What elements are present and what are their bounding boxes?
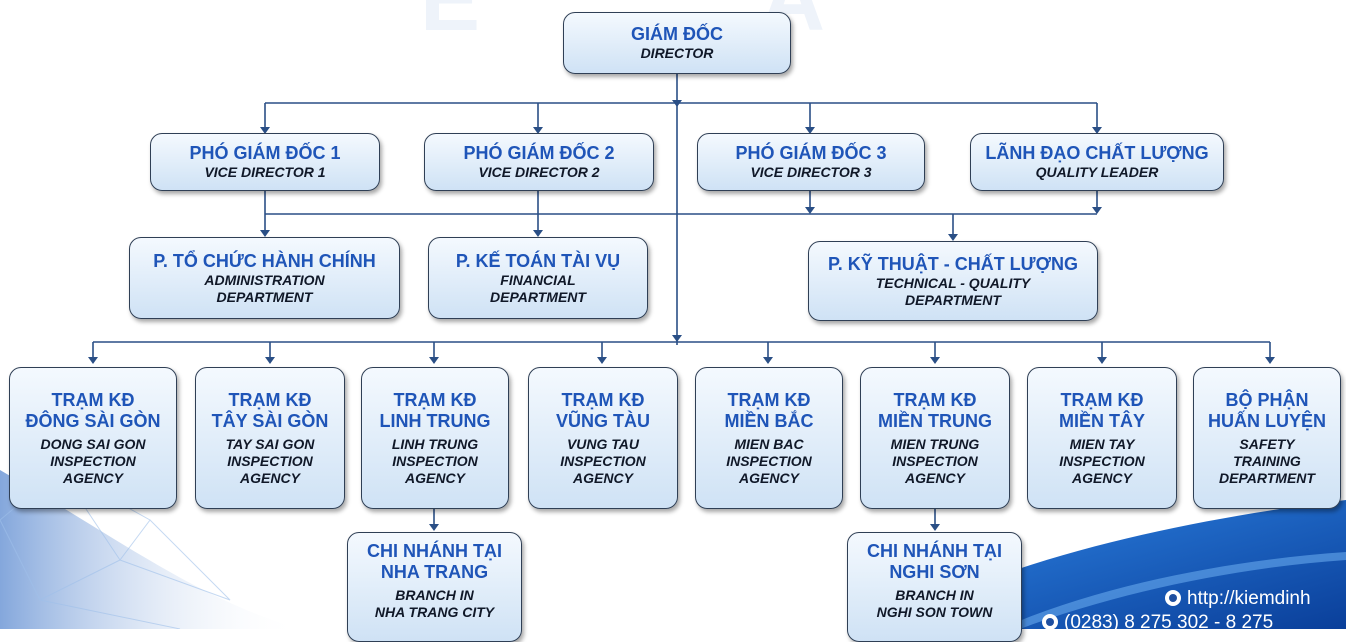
agency-linh-trung-box: TRẠM KĐ LINH TRUNG LINH TRUNG INSPECTION… (361, 367, 509, 509)
agency-title-en-3: AGENCY (405, 469, 465, 486)
agency-title-en-1: MIEN BAC (734, 435, 804, 452)
agency-title-en-3: AGENCY (905, 469, 965, 486)
agency-title-vi-2: MIỀN BẮC (724, 410, 814, 431)
agency-title-vi-2: TÂY SÀI GÒN (211, 410, 329, 431)
agency-title-en-2: INSPECTION (726, 452, 812, 469)
admin-department-box: P. TỔ CHỨC HÀNH CHÍNH ADMINISTRATION DEP… (129, 237, 400, 319)
agency-title-en-3: AGENCY (573, 469, 633, 486)
globe-icon (1165, 590, 1181, 606)
agency-title-en-1: VUNG TAU (566, 435, 640, 452)
vice-director-3-title-en: VICE DIRECTOR 3 (750, 164, 872, 180)
director-title-en: DIRECTOR (640, 45, 714, 61)
agency-title-en-2: INSPECTION (227, 452, 313, 469)
director-box: GIÁM ĐỐC DIRECTOR (563, 12, 791, 74)
technical-quality-department-box: P. KỸ THUẬT - CHẤT LƯỢNG TECHNICAL - QUA… (808, 241, 1098, 321)
svg-text:E: E (420, 0, 480, 50)
agency-title-vi-1: TRẠM KĐ (1060, 389, 1144, 410)
quality-leader-title-vi: LÃNH ĐẠO CHẤT LƯỢNG (985, 143, 1209, 163)
agency-title-en-3: AGENCY (240, 469, 300, 486)
technical-quality-title-en-2: DEPARTMENT (905, 291, 1001, 308)
website-text: http://kiemdinh (1187, 588, 1311, 609)
phone-icon (1042, 614, 1058, 630)
agency-title-en-1: MIEN TRUNG (890, 435, 980, 452)
agency-title-vi-1: TRẠM KĐ (393, 389, 477, 410)
arrowhead (672, 100, 682, 107)
branch-title-en-1: BRANCH IN (895, 587, 974, 603)
branch-title-vi-2: NHA TRANG (380, 562, 489, 582)
agency-title-vi-1: TRẠM KĐ (893, 389, 977, 410)
agency-title-vi-1: TRẠM KĐ (561, 389, 645, 410)
branch-title-en-1: BRANCH IN (395, 587, 474, 603)
vice-director-2-box: PHÓ GIÁM ĐỐC 2 VICE DIRECTOR 2 (424, 133, 654, 191)
agency-title-en-2: TRAINING (1233, 452, 1301, 469)
agency-mien-bac-box: TRẠM KĐ MIỀN BẮC MIEN BAC INSPECTION AGE… (695, 367, 843, 509)
agency-title-en-1: DONG SAI GON (40, 435, 146, 452)
finance-department-title-en-2: DEPARTMENT (490, 288, 586, 305)
agency-title-vi-1: BỘ PHẬN (1225, 389, 1309, 410)
agency-title-vi-2: MIỀN TÂY (1058, 410, 1145, 431)
agency-title-en-1: MIEN TAY (1069, 435, 1135, 452)
vice-director-1-box: PHÓ GIÁM ĐỐC 1 VICE DIRECTOR 1 (150, 133, 380, 191)
vice-director-1-title-en: VICE DIRECTOR 1 (204, 164, 326, 180)
agency-mien-tay-box: TRẠM KĐ MIỀN TÂY MIEN TAY INSPECTION AGE… (1027, 367, 1177, 509)
agency-title-en-3: DEPARTMENT (1219, 469, 1315, 486)
quality-leader-box: LÃNH ĐẠO CHẤT LƯỢNG QUALITY LEADER (970, 133, 1224, 191)
org-chart-connectors (88, 72, 1275, 531)
vice-director-1-title-vi: PHÓ GIÁM ĐỐC 1 (189, 143, 341, 163)
agency-title-en-3: AGENCY (63, 469, 123, 486)
vice-director-2-title-vi: PHÓ GIÁM ĐỐC 2 (463, 143, 615, 163)
director-title-vi: GIÁM ĐỐC (631, 24, 723, 44)
branch-title-en-2: NGHI SON TOWN (876, 604, 993, 620)
agency-mien-trung-box: TRẠM KĐ MIỀN TRUNG MIEN TRUNG INSPECTION… (860, 367, 1010, 509)
agency-title-vi-1: TRẠM KĐ (228, 389, 312, 410)
branch-title-vi-1: CHI NHÁNH TẠI (367, 541, 502, 561)
agency-title-vi-2: LINH TRUNG (379, 410, 491, 431)
quality-leader-title-en: QUALITY LEADER (1035, 164, 1159, 180)
agency-title-vi-2: HUẤN LUYỆN (1207, 410, 1326, 431)
branch-title-en-2: NHA TRANG CITY (374, 604, 495, 620)
admin-department-title-en-1: ADMINISTRATION (204, 271, 325, 288)
agency-title-vi-1: TRẠM KĐ (51, 389, 135, 410)
technical-quality-title-en-1: TECHNICAL - QUALITY (875, 274, 1031, 291)
agency-title-en-1: LINH TRUNG (391, 435, 479, 452)
agency-title-en-3: AGENCY (739, 469, 799, 486)
agency-title-en-2: INSPECTION (560, 452, 646, 469)
branch-nghi-son-box: CHI NHÁNH TẠI NGHI SƠN BRANCH IN NGHI SO… (847, 532, 1022, 642)
agency-title-vi-2: VŨNG TÀU (556, 410, 650, 431)
agency-title-vi-1: TRẠM KĐ (727, 389, 811, 410)
agency-title-en-2: INSPECTION (50, 452, 136, 469)
vice-director-3-box: PHÓ GIÁM ĐỐC 3 VICE DIRECTOR 3 (697, 133, 925, 191)
agency-dong-sai-gon-box: TRẠM KĐ ĐÔNG SÀI GÒN DONG SAI GON INSPEC… (9, 367, 177, 509)
agency-title-en-2: INSPECTION (1059, 452, 1145, 469)
admin-department-title-en-2: DEPARTMENT (216, 288, 313, 305)
agency-title-en-2: INSPECTION (892, 452, 978, 469)
branch-title-vi-2: NGHI SƠN (889, 562, 980, 582)
agency-title-en-1: SAFETY (1239, 435, 1295, 452)
agency-vung-tau-box: TRẠM KĐ VŨNG TÀU VUNG TAU INSPECTION AGE… (528, 367, 678, 509)
branch-title-vi-1: CHI NHÁNH TẠI (867, 541, 1002, 561)
agency-title-en-3: AGENCY (1072, 469, 1132, 486)
admin-department-title-vi: P. TỔ CHỨC HÀNH CHÍNH (153, 250, 376, 271)
agency-title-en-1: TAY SAI GON (225, 435, 315, 452)
finance-department-title-vi: P. KẾ TOÁN TÀI VỤ (455, 250, 621, 271)
vice-director-3-title-vi: PHÓ GIÁM ĐỐC 3 (735, 143, 887, 163)
branch-nha-trang-box: CHI NHÁNH TẠI NHA TRANG BRANCH IN NHA TR… (347, 532, 522, 642)
finance-department-box: P. KẾ TOÁN TÀI VỤ FINANCIAL DEPARTMENT (428, 237, 648, 319)
agency-title-vi-2: MIỀN TRUNG (878, 410, 992, 431)
technical-quality-title-vi: P. KỸ THUẬT - CHẤT LƯỢNG (828, 253, 1078, 274)
vice-director-2-title-en: VICE DIRECTOR 2 (478, 164, 600, 180)
phone-text: (0283) 8 275 302 - 8 275 (1064, 612, 1274, 633)
finance-department-title-en-1: FINANCIAL (500, 271, 576, 288)
agency-title-en-2: INSPECTION (392, 452, 478, 469)
phone-contact: (0283) 8 275 302 - 8 275 (1042, 612, 1273, 634)
website-link[interactable]: http://kiemdinh (1165, 588, 1311, 610)
safety-training-department-box: BỘ PHẬN HUẤN LUYỆN SAFETY TRAINING DEPAR… (1193, 367, 1341, 509)
agency-title-vi-2: ĐÔNG SÀI GÒN (25, 410, 161, 431)
agency-tay-sai-gon-box: TRẠM KĐ TÂY SÀI GÒN TAY SAI GON INSPECTI… (195, 367, 345, 509)
